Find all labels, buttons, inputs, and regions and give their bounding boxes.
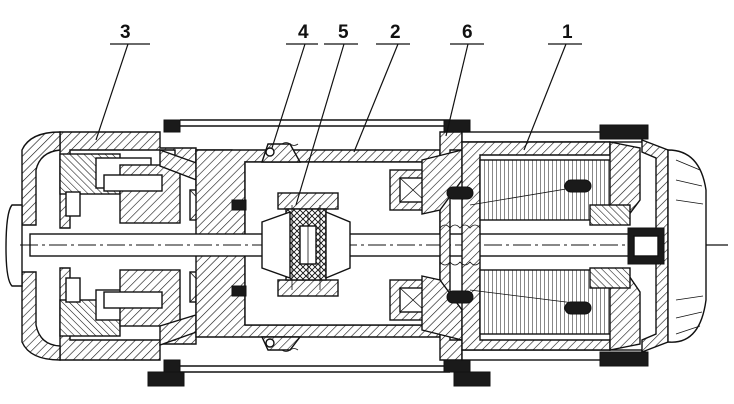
callout-5: 5 [295,22,358,206]
callout-2: 2 [353,22,410,153]
svg-text:6: 6 [462,22,473,43]
callout-4: 4 [271,22,318,149]
svg-text:5: 5 [338,22,349,43]
callout-1: 1 [523,22,582,151]
svg-text:1: 1 [562,22,573,43]
flange-part-6 [389,119,491,387]
callout-3: 3 [95,22,150,141]
main-shaft [20,233,720,257]
coupling-part-5 [261,192,351,297]
fan-cover [627,138,728,354]
svg-text:4: 4 [298,22,309,43]
bracket-part-4 [260,142,302,352]
electric-motor-part-1 [439,124,649,367]
svg-text:2: 2 [390,22,401,43]
svg-text:3: 3 [120,22,131,43]
callout-6: 6 [445,22,484,137]
